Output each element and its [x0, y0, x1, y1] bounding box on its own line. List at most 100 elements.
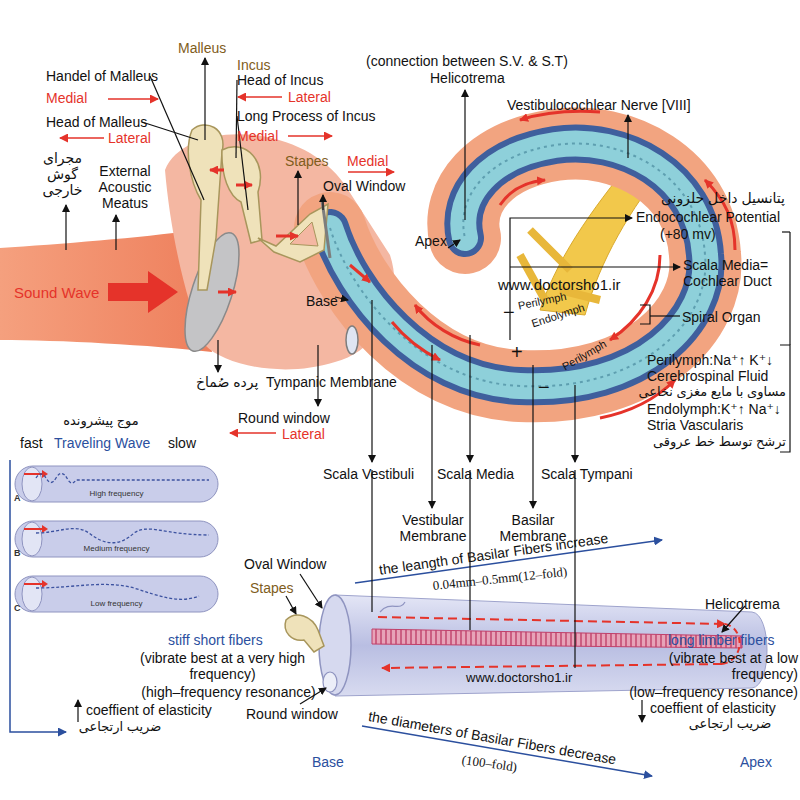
panel-letter: C [14, 603, 21, 613]
part-label: Scala Tympani [541, 466, 651, 482]
part-label: Round window [246, 706, 356, 722]
bone-label: Stapes [285, 153, 345, 169]
direction-arrow [348, 171, 394, 173]
direction-arrow [288, 135, 332, 137]
part-label: Spiral Organ [682, 309, 792, 325]
part-label: Helicotrema [430, 70, 530, 86]
wave-panel: BMedium frequency [14, 517, 219, 561]
illustration-part [431, 345, 432, 508]
part-label: (connection between S.V. & S.T) [366, 53, 626, 69]
part-label: Head of Malleus [46, 114, 196, 130]
panel-letter: B [14, 548, 21, 558]
part-label: Base [306, 293, 356, 309]
tube-outline [14, 517, 219, 561]
stapes-hole [290, 222, 318, 246]
part-label: www.doctorsho1.ir [498, 276, 668, 293]
sound-arrow [108, 271, 178, 313]
part-label: (vibrate best at a low frequency) [648, 650, 798, 682]
stapes-bone [258, 204, 328, 262]
part-label: Scala Vestibuli [323, 466, 433, 482]
part-label: Apex [415, 233, 465, 249]
malleus-bone [188, 125, 223, 290]
illustration-part [65, 205, 66, 250]
bone-label: Malleus [178, 40, 258, 56]
part-label: Round window [238, 410, 348, 426]
note-label: Apex [740, 754, 790, 770]
tube-end [22, 522, 42, 556]
panel-letter: A [14, 493, 21, 503]
panel-caption: Low frequency [14, 599, 219, 609]
part-label: Long Process of Incus [237, 108, 417, 124]
stapes-bone [285, 615, 324, 652]
illustration-part [782, 231, 790, 232]
tube-body [15, 576, 218, 612]
round-window-membrane [346, 326, 358, 354]
illustration-part [448, 240, 460, 248]
part-label: − [503, 301, 523, 324]
part-label: Helicotrema [705, 596, 800, 612]
direction-arrow [230, 432, 276, 434]
part-label: External Acoustic Meatus [90, 163, 160, 211]
part-label: موج پیشرونده [46, 413, 156, 428]
direction-label: Lateral [108, 130, 168, 146]
note-label: stiff short fibers [168, 632, 308, 648]
direction-label: Sound Wave [14, 284, 114, 301]
direction-label: Medial [46, 90, 106, 106]
wave-line [36, 584, 199, 599]
illustration-part [641, 700, 642, 722]
part-label: (low–frequency resonance) [614, 684, 798, 700]
illustration-part [789, 232, 790, 345]
tube-end [22, 467, 42, 501]
illustration-part [204, 58, 205, 140]
part-label: (+80 mv) [660, 226, 740, 242]
motion-arrow [276, 235, 298, 238]
illustration-part [464, 90, 465, 220]
illustration-part [115, 215, 116, 250]
wave-start-arrow [24, 528, 44, 530]
direction-label: Lateral [288, 89, 348, 105]
direction-arrow [238, 96, 282, 98]
motion-arrow [218, 291, 236, 294]
part-label: Cerebrospinal Fluid [647, 368, 797, 384]
illustration-part [532, 365, 533, 508]
part-label: Stria Vascularis [647, 417, 797, 433]
part-label: Endocochlear Potential [636, 209, 800, 225]
flow-arrow [500, 180, 545, 205]
direction-arrow [60, 137, 104, 139]
flow-arrow [392, 322, 440, 360]
part-label: مجرای گوش خارجی [40, 150, 85, 198]
leader-lines [66, 58, 790, 508]
tube-outline [14, 572, 219, 616]
illustration-part [300, 574, 322, 608]
part-label: (vibrate best at a very high frequency) [140, 650, 305, 682]
wave-panel: AHigh frequency [14, 462, 219, 506]
illustration-part [640, 305, 650, 324]
part-label: پتانسیل داخل حلزونی [585, 190, 785, 206]
part-label: Vestibulocochlear Nerve [VIII] [507, 97, 757, 113]
part-label: www.doctorsho1.ir [466, 670, 626, 685]
illustration-part [150, 76, 204, 200]
panel-caption: High frequency [14, 489, 219, 499]
illustration-part [217, 340, 218, 372]
motion-arrow [350, 265, 370, 282]
illustration-part [627, 115, 628, 158]
tube-end [22, 577, 42, 611]
direction-label: Medial [237, 128, 297, 144]
wave-panel: CLow frequency [14, 572, 219, 616]
part-label: Scala Media [437, 466, 537, 482]
part-label: ترشح توسط خط عروقی [616, 434, 786, 449]
flow-arrow [610, 255, 660, 340]
illustration-part [297, 171, 298, 225]
part-label: − [538, 376, 558, 399]
wave-line [36, 529, 209, 543]
note-label: Traveling Wave [54, 435, 174, 451]
bone-label: Stapes [250, 580, 310, 596]
illustration-part [469, 335, 470, 462]
part-label: (100–fold) [461, 752, 562, 781]
wave-line [36, 473, 209, 483]
wave-start-arrow [24, 583, 44, 585]
wave-path [378, 617, 725, 624]
part-label: Handel of Malleus [46, 68, 196, 84]
part-label: + [511, 341, 531, 364]
